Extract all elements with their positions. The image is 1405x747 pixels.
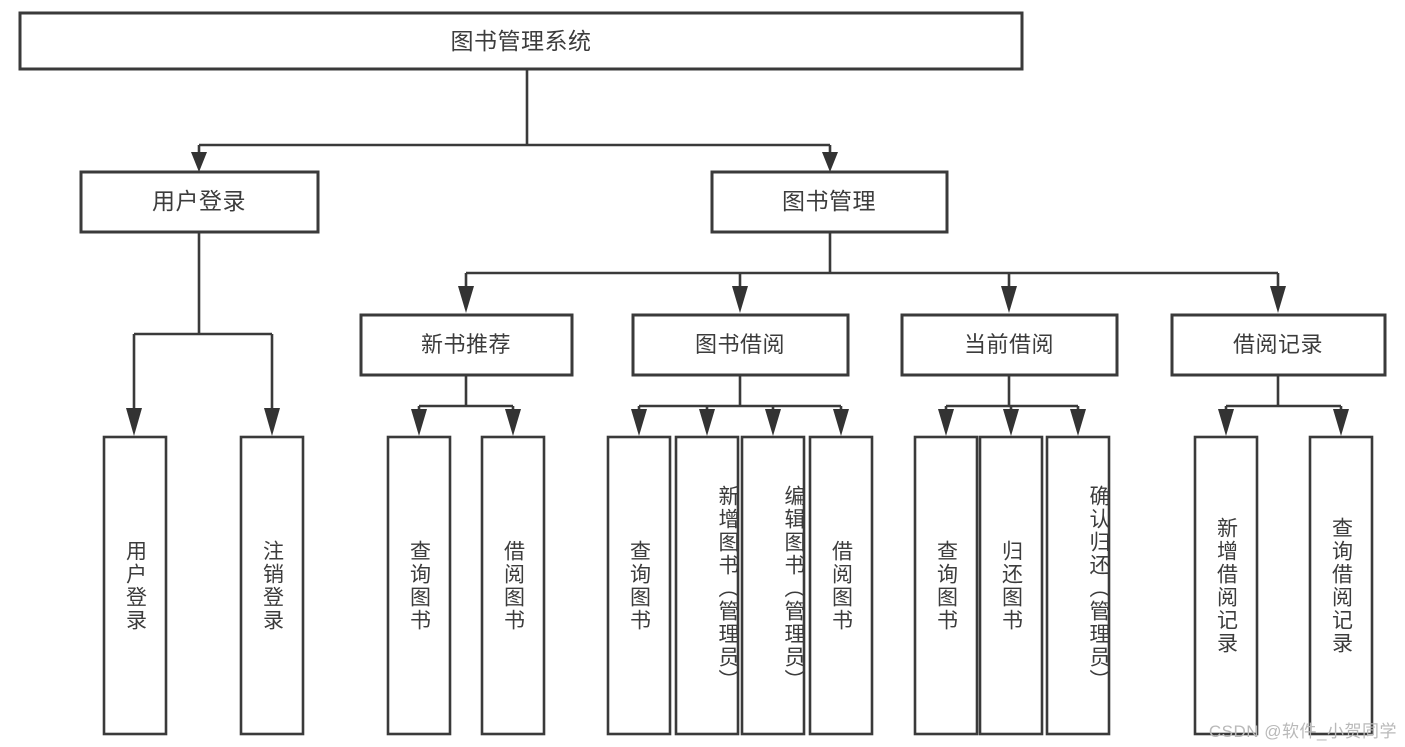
- node-current-borrow[interactable]: 当前借阅: [900, 313, 1119, 377]
- arrow-head-cb-1: [938, 409, 954, 436]
- connector-root-to-level1: [191, 69, 838, 172]
- arrow-head-cb-2: [1003, 409, 1019, 436]
- arrow-head-l2-1: [458, 286, 474, 313]
- node-book-management[interactable]: 图书管理: [710, 170, 949, 234]
- node-book-borrow-box[interactable]: [631, 313, 850, 377]
- node-current-borrow-label: 当前借阅: [964, 332, 1054, 357]
- node-new-book-recommend[interactable]: 新书推荐: [359, 313, 574, 377]
- leaf-box-user-login-1[interactable]: [102, 435, 168, 736]
- connector-new-book-to-leaves: [411, 375, 521, 436]
- arrow-head-bb-2: [699, 409, 715, 436]
- connector-user-login-to-leaves: [126, 232, 280, 436]
- node-new-book-recommend-box[interactable]: [359, 313, 574, 377]
- arrow-head-ul-2: [264, 408, 280, 436]
- leaf-box-new-book-1[interactable]: [386, 435, 452, 736]
- arrow-head-cb-3: [1070, 409, 1086, 436]
- node-borrow-record-label: 借阅记录: [1233, 332, 1323, 357]
- connector-borrow-record-to-leaves: [1218, 375, 1349, 436]
- connector-current-borrow-to-leaves: [938, 375, 1086, 436]
- arrow-head-bb-1: [631, 409, 647, 436]
- arrow-head-bb-3: [765, 409, 781, 436]
- csdn-watermark: CSDN @软件_小贺同学: [1208, 722, 1397, 741]
- node-book-management-box[interactable]: [710, 170, 949, 234]
- arrow-head-user-login: [191, 152, 207, 172]
- node-user-login[interactable]: 用户登录: [79, 170, 320, 234]
- leaf-box-new-book-2[interactable]: [480, 435, 546, 736]
- arrow-head-l2-4: [1270, 286, 1286, 313]
- arrow-head-nb-2: [505, 409, 521, 436]
- node-book-management-label: 图书管理: [782, 188, 876, 214]
- node-user-login-label: 用户登录: [152, 188, 246, 214]
- connector-book-borrow-to-leaves: [631, 375, 849, 436]
- leaf-box-current-borrow-2[interactable]: [978, 435, 1044, 736]
- leaf-box-book-borrow-1[interactable]: [606, 435, 672, 736]
- leaf-box-book-borrow-3[interactable]: [740, 435, 806, 736]
- node-new-book-recommend-label: 新书推荐: [421, 332, 511, 357]
- leaf-box-borrow-record-2[interactable]: [1308, 435, 1374, 736]
- node-root-label: 图书管理系统: [451, 28, 592, 54]
- arrow-head-l2-2: [732, 286, 748, 313]
- node-user-login-box[interactable]: [79, 170, 320, 234]
- node-borrow-record-box[interactable]: [1170, 313, 1387, 377]
- leaf-box-borrow-record-1[interactable]: [1193, 435, 1259, 736]
- leaf-box-current-borrow-1[interactable]: [913, 435, 979, 736]
- connector-book-mgmt-to-level2: [458, 232, 1286, 313]
- node-book-borrow-label: 图书借阅: [695, 332, 785, 357]
- leaf-box-current-borrow-3[interactable]: [1045, 435, 1111, 736]
- arrow-head-ul-1: [126, 408, 142, 436]
- arrow-head-l2-3: [1001, 286, 1017, 313]
- node-current-borrow-box[interactable]: [900, 313, 1119, 377]
- arrow-head-nb-1: [411, 409, 427, 436]
- node-book-borrow[interactable]: 图书借阅: [631, 313, 850, 377]
- node-borrow-record[interactable]: 借阅记录: [1170, 313, 1387, 377]
- arrow-head-br-2: [1333, 409, 1349, 436]
- arrow-head-br-1: [1218, 409, 1234, 436]
- leaf-box-book-borrow-2[interactable]: [674, 435, 740, 736]
- arrow-head-book-mgmt: [822, 152, 838, 172]
- arrow-head-bb-4: [833, 409, 849, 436]
- node-root-system[interactable]: 图书管理系统: [18, 11, 1024, 71]
- leaf-box-book-borrow-4[interactable]: [808, 435, 874, 736]
- node-root-box[interactable]: [18, 11, 1024, 71]
- leaf-box-user-login-2[interactable]: [239, 435, 305, 736]
